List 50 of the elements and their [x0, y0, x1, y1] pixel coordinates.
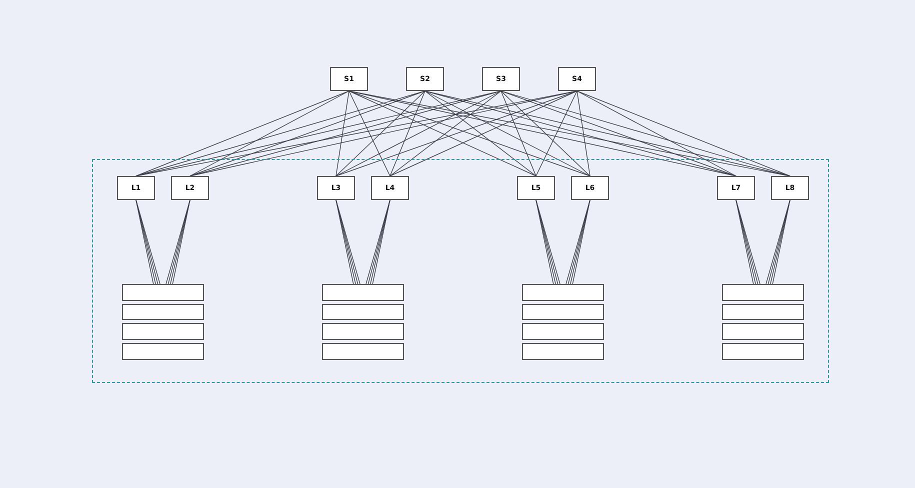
server-box — [522, 284, 604, 300]
server-box — [122, 304, 204, 320]
link-line — [500, 90, 736, 176]
switch-box — [482, 67, 520, 91]
server-box — [722, 323, 804, 340]
switch-box — [558, 67, 596, 91]
link-line — [576, 90, 790, 176]
link-line — [390, 90, 502, 176]
server-box — [722, 284, 804, 300]
link-line — [576, 90, 590, 176]
link-line — [336, 90, 350, 176]
server-box — [122, 343, 204, 360]
server-box — [722, 304, 804, 320]
dashed-group-frame — [92, 159, 829, 383]
link-line — [336, 90, 426, 176]
link-line — [190, 90, 426, 176]
server-box — [322, 284, 404, 300]
switch-box — [517, 176, 555, 200]
server-box — [722, 343, 804, 360]
switch-box — [330, 67, 368, 91]
link-line — [390, 90, 426, 176]
link-line — [136, 90, 350, 176]
link-line — [500, 90, 590, 176]
server-box — [322, 343, 404, 360]
server-box — [122, 323, 204, 340]
link-line — [536, 90, 578, 176]
server-box — [522, 323, 604, 340]
server-box — [522, 343, 604, 360]
link-line — [348, 90, 390, 176]
link-line — [424, 90, 590, 176]
link-line — [500, 90, 536, 176]
link-line — [348, 90, 536, 176]
switch-box — [371, 176, 409, 200]
switch-box — [717, 176, 755, 200]
link-line — [576, 90, 736, 176]
switch-box — [317, 176, 355, 200]
switch-box — [171, 176, 209, 200]
server-box — [322, 323, 404, 340]
link-line — [390, 90, 578, 176]
switch-box — [571, 176, 609, 200]
switch-box — [117, 176, 155, 200]
switch-box — [771, 176, 809, 200]
server-box — [522, 304, 604, 320]
server-box — [122, 284, 204, 300]
switch-box — [406, 67, 444, 91]
link-line — [336, 90, 502, 176]
link-line — [424, 90, 536, 176]
link-line — [500, 90, 790, 176]
link-line — [190, 90, 350, 176]
server-box — [322, 304, 404, 320]
